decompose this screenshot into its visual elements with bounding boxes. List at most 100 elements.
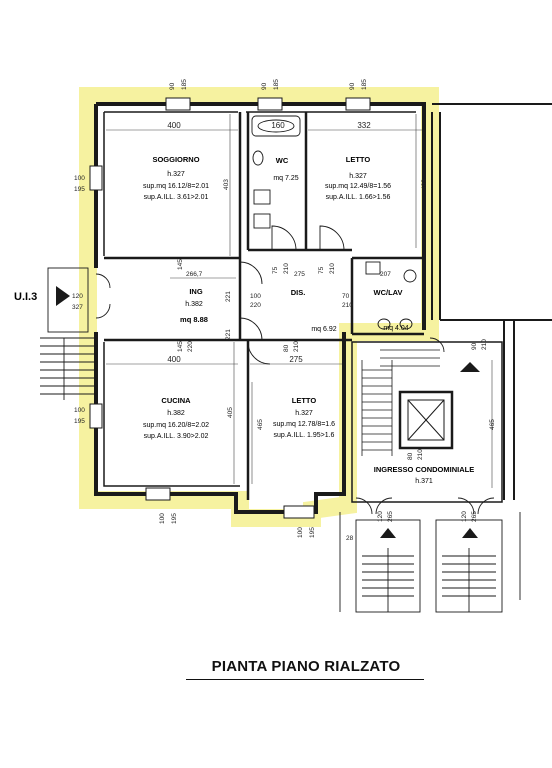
dim-label: 90 xyxy=(471,342,478,350)
room-name: INGRESSO CONDOMINIALE xyxy=(374,465,474,474)
dim-label: 400 xyxy=(167,121,181,130)
dim-label: 185 xyxy=(361,79,368,90)
room-area: mq 8.88 xyxy=(180,315,208,324)
dim-label: 403 xyxy=(223,179,230,190)
bath-fixtures xyxy=(251,115,417,330)
dim-label: 210 xyxy=(329,263,336,274)
dim-label: 100 xyxy=(74,175,85,182)
dim-label: 195 xyxy=(309,527,316,538)
room-area: mq 4.04 xyxy=(383,325,408,332)
room-illumination: sup.A.ILL. 1.66>1.56 xyxy=(326,194,391,201)
room-name: DIS. xyxy=(291,288,306,297)
dim-label: 221 xyxy=(225,329,232,340)
dim-label: 90 xyxy=(261,82,268,90)
room-illumination: sup.A.ILL. 3.61>2.01 xyxy=(144,194,209,201)
left-entry-stair xyxy=(40,267,96,400)
dim-label: 80 xyxy=(283,344,290,352)
adjacent-unit-walls xyxy=(431,103,552,500)
dim-label: 210 xyxy=(293,341,300,352)
dim-label: 120 xyxy=(72,293,83,300)
dim-label: 195 xyxy=(74,186,85,193)
dim-label: 210 xyxy=(417,449,424,460)
room-area: mq 6.92 xyxy=(311,326,336,333)
room-height: h.382 xyxy=(185,301,203,308)
dim-label: 327 xyxy=(72,304,83,311)
dim-label: 145 xyxy=(177,341,184,352)
room-name: WC/LAV xyxy=(373,288,402,297)
dim-label: 221 xyxy=(225,291,232,302)
room-ing: ING h.382 mq 8.88 xyxy=(180,287,208,324)
room-height: h.382 xyxy=(167,410,185,417)
dim-label: 405 xyxy=(227,407,234,418)
dim-label: 265 xyxy=(471,511,478,522)
dim-label: 220 xyxy=(250,302,261,309)
dim-label: 120 xyxy=(377,511,384,522)
dim-label: 465 xyxy=(489,419,496,430)
dim-label: 185 xyxy=(273,79,280,90)
dim-label: 70 xyxy=(342,293,350,300)
title-underline xyxy=(186,679,424,680)
stairwell xyxy=(351,341,503,503)
room-letto-2: LETTO h.327 sup.mq 12.78/8=1.6 sup.A.ILL… xyxy=(273,396,335,439)
room-name: WC xyxy=(276,156,289,165)
room-surface: sup.mq 16.12/8=2.01 xyxy=(143,183,209,190)
lower-entry-stairs xyxy=(339,512,521,613)
dim-label: 160 xyxy=(271,121,285,130)
dimension-lines xyxy=(106,114,493,488)
room-name: ING xyxy=(189,287,203,296)
room-wc: WC mq 7.25 xyxy=(273,156,298,182)
dim-label: 403 xyxy=(421,179,428,190)
dim-label: 265 xyxy=(387,511,394,522)
dimension-labels: 90 185 90 185 90 185 400 160 332 403 403… xyxy=(72,79,496,542)
dim-label: 210 xyxy=(342,302,353,309)
interior-walls xyxy=(104,112,426,500)
dim-label: 332 xyxy=(357,121,371,130)
room-surface: sup.mq 16.20/8=2.02 xyxy=(143,422,209,429)
dim-label: 275 xyxy=(289,355,303,364)
dim-label: 185 xyxy=(181,79,188,90)
dim-label: 275 xyxy=(294,271,305,278)
dim-label: 90 xyxy=(169,82,176,90)
room-height: h.371 xyxy=(415,478,433,485)
dim-label: 195 xyxy=(171,513,178,524)
dim-label: 207 xyxy=(380,271,391,278)
dim-label: 195 xyxy=(74,418,85,425)
dim-label: 80 xyxy=(407,452,414,460)
doors xyxy=(95,225,495,515)
dim-label: 75 xyxy=(272,266,279,274)
unit-label: U.I.3 xyxy=(14,291,37,303)
windows xyxy=(89,97,371,519)
dim-label: 100 xyxy=(250,293,261,300)
dim-label: 100 xyxy=(159,513,166,524)
room-surface: sup.mq 12.49/8=1.56 xyxy=(325,183,391,190)
room-name: SOGGIORNO xyxy=(152,155,199,164)
room-surface: sup.mq 12.78/8=1.6 xyxy=(273,421,335,428)
room-wc-lav: WC/LAV mq 4.04 xyxy=(373,288,408,332)
dim-label: 145 xyxy=(177,259,184,270)
dim-label: 210 xyxy=(283,263,290,274)
dim-label: 90 xyxy=(349,82,356,90)
room-letto-1: LETTO h.327 sup.mq 12.49/8=1.56 sup.A.IL… xyxy=(325,155,391,201)
dim-label: 28 xyxy=(346,535,354,542)
room-ingresso-condominiale: INGRESSO CONDOMINIALE h.371 xyxy=(374,465,474,485)
entrance-arrows xyxy=(56,286,478,538)
room-area: mq 7.25 xyxy=(273,175,298,182)
room-illumination: sup.A.ILL. 1.95>1.6 xyxy=(274,432,335,439)
room-dis: DIS. mq 6.92 xyxy=(291,288,337,333)
room-illumination: sup.A.ILL. 3.90>2.02 xyxy=(144,433,209,440)
dim-label: 400 xyxy=(167,355,181,364)
dim-label: 100 xyxy=(74,407,85,414)
room-cucina: CUCINA h.382 sup.mq 16.20/8=2.02 sup.A.I… xyxy=(143,396,209,440)
dim-label: 100 xyxy=(297,527,304,538)
dim-label: 266,7 xyxy=(186,271,203,278)
room-soggiorno: SOGGIORNO h.327 sup.mq 16.12/8=2.01 sup.… xyxy=(143,155,209,201)
page-title: PIANTA PIANO RIALZATO xyxy=(211,658,401,675)
room-height: h.327 xyxy=(349,173,367,180)
dim-label: 120 xyxy=(461,511,468,522)
room-name: LETTO xyxy=(292,396,317,405)
room-name: LETTO xyxy=(346,155,371,164)
room-height: h.327 xyxy=(295,410,313,417)
room-name: CUCINA xyxy=(161,396,191,405)
dim-label: 465 xyxy=(257,419,264,430)
